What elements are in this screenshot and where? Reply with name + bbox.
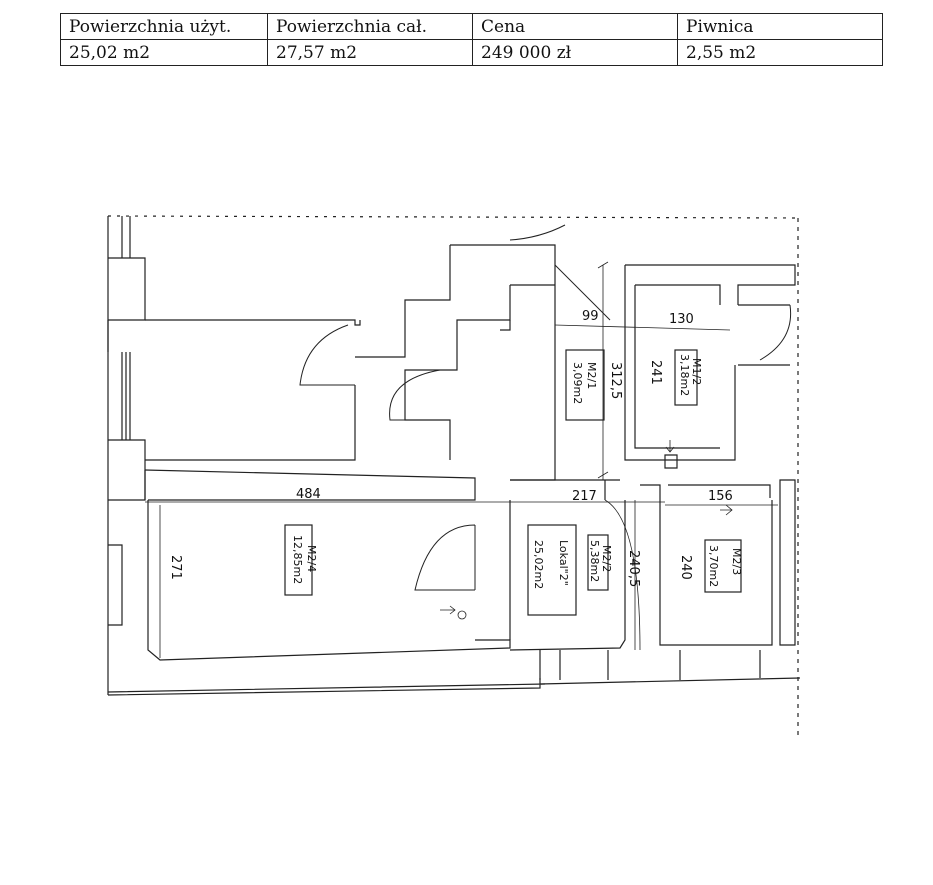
value-total-area: 27,57 m2 — [267, 39, 473, 66]
room-m23-code: M2/3 — [730, 548, 743, 575]
label-box-m24 — [284, 524, 313, 596]
header-total-area: Powierzchnia cał. — [267, 13, 473, 40]
room-m12-code: M1/2 — [690, 358, 703, 385]
dim-240-5: 240,5 — [626, 550, 641, 587]
dim-217: 217 — [572, 489, 597, 504]
label-box-lokal — [527, 524, 577, 616]
floor-plan: 99 130 312,5 241 484 217 156 271 240,5 2… — [107, 215, 800, 735]
info-table: Powierzchnia użyt. Powierzchnia cał. Cen… — [60, 13, 883, 66]
header-price: Cena — [472, 13, 678, 40]
room-m23-outline — [659, 500, 773, 646]
room-lokal-area: 25,02m2 — [532, 540, 545, 589]
value-usable-area: 25,02 m2 — [60, 39, 268, 66]
room-m21-area: 3,09m2 — [571, 362, 584, 404]
room-m12-outline — [625, 264, 796, 305]
dim-271: 271 — [168, 555, 183, 580]
label-box-m21 — [565, 349, 605, 421]
label-box-m23 — [704, 539, 742, 593]
room-m21-code: M2/1 — [585, 362, 598, 389]
table-header-row: Powierzchnia użyt. Powierzchnia cał. Cen… — [60, 13, 883, 40]
table-value-row: 25,02 m2 27,57 m2 249 000 zł 2,55 m2 — [60, 39, 883, 66]
label-box-m22 — [587, 534, 609, 591]
dim-312-5: 312,5 — [608, 362, 623, 399]
dim-241: 241 — [648, 360, 663, 385]
room-m12-area: 3,18m2 — [678, 354, 691, 396]
value-basement: 2,55 m2 — [677, 39, 883, 66]
room-m24-outline — [147, 500, 511, 661]
plan-bottom-wall — [107, 678, 546, 696]
room-m23-area: 3,70m2 — [707, 545, 720, 587]
room-m22-code: M2/2 — [600, 545, 613, 572]
room-m24-area: 12,85m2 — [291, 535, 304, 584]
header-usable-area: Powierzchnia użyt. — [60, 13, 268, 40]
dim-240: 240 — [678, 555, 693, 580]
dim-156: 156 — [708, 489, 733, 504]
dim-130: 130 — [669, 312, 694, 327]
room-m24-code: M2/4 — [305, 545, 318, 572]
dim-99: 99 — [582, 309, 599, 324]
dim-484: 484 — [296, 487, 321, 502]
value-price: 249 000 zł — [472, 39, 678, 66]
room-m22-area: 5,38m2 — [588, 540, 601, 582]
room-lokal-name: Lokal"2" — [557, 540, 570, 586]
label-box-m12 — [674, 349, 698, 406]
header-basement: Piwnica — [677, 13, 883, 40]
plan-top-boundary — [107, 215, 800, 219]
